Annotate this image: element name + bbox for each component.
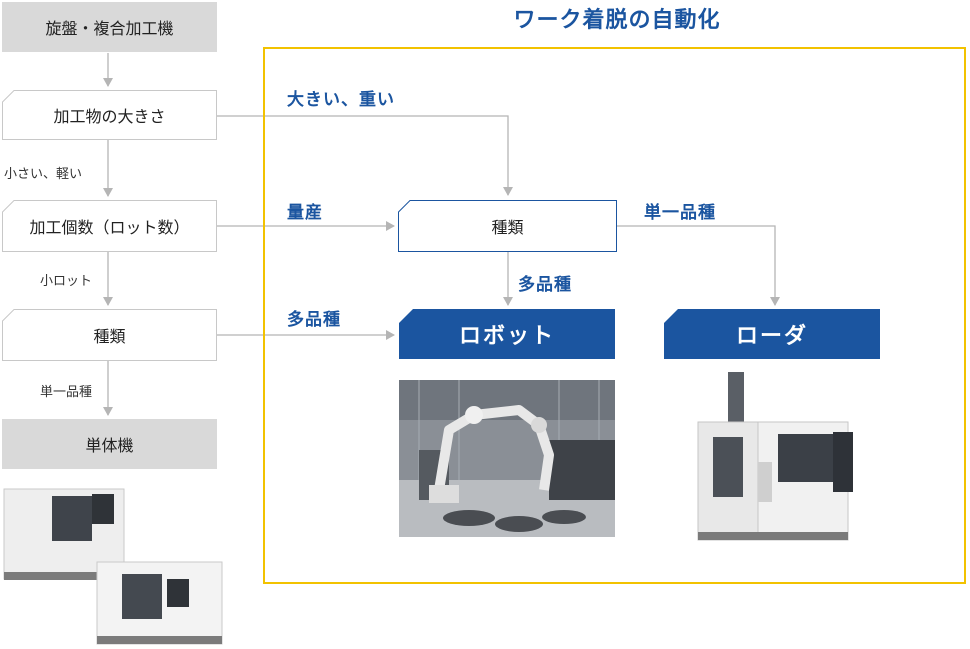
- standalone-machines-photo: [2, 484, 227, 647]
- result-box-robot: ロボット: [399, 309, 615, 359]
- answer-small-lot: 小ロット: [40, 274, 93, 289]
- answer-multi-right: 多品種: [518, 275, 572, 295]
- result-label-loader: ローダ: [735, 324, 808, 349]
- loader-machine-photo: [688, 372, 860, 547]
- decision-label-kind-right: 種類: [491, 218, 524, 237]
- decision-box-kind-right: 種類: [398, 200, 617, 252]
- start-box-lathe: 旋盤・複合加工機: [2, 2, 217, 52]
- diagram-title: ワーク着脱の自動化: [513, 8, 721, 33]
- result-box-loader: ローダ: [664, 309, 880, 359]
- decision-label-lot: 加工個数（ロット数）: [29, 218, 190, 237]
- answer-single-left: 単一品種: [40, 385, 93, 400]
- decision-box-size: 加工物の大きさ: [2, 90, 217, 140]
- decision-box-lot: 加工個数（ロット数）: [2, 200, 217, 252]
- automation-frame: [263, 47, 966, 584]
- decision-box-kind-left: 種類: [2, 309, 217, 361]
- answer-large-heavy: 大きい、重い: [287, 90, 395, 110]
- answer-single-right: 単一品種: [644, 203, 716, 223]
- answer-mass-production: 量産: [287, 203, 323, 223]
- end-box-standalone: 単体機: [2, 419, 217, 469]
- answer-multi-left: 多品種: [287, 310, 341, 330]
- result-label-robot: ロボット: [458, 324, 555, 349]
- decision-label-size: 加工物の大きさ: [53, 107, 166, 126]
- robot-photo: [399, 380, 615, 537]
- answer-small-light: 小さい、軽い: [4, 167, 83, 182]
- decision-label-kind-left: 種類: [93, 327, 126, 346]
